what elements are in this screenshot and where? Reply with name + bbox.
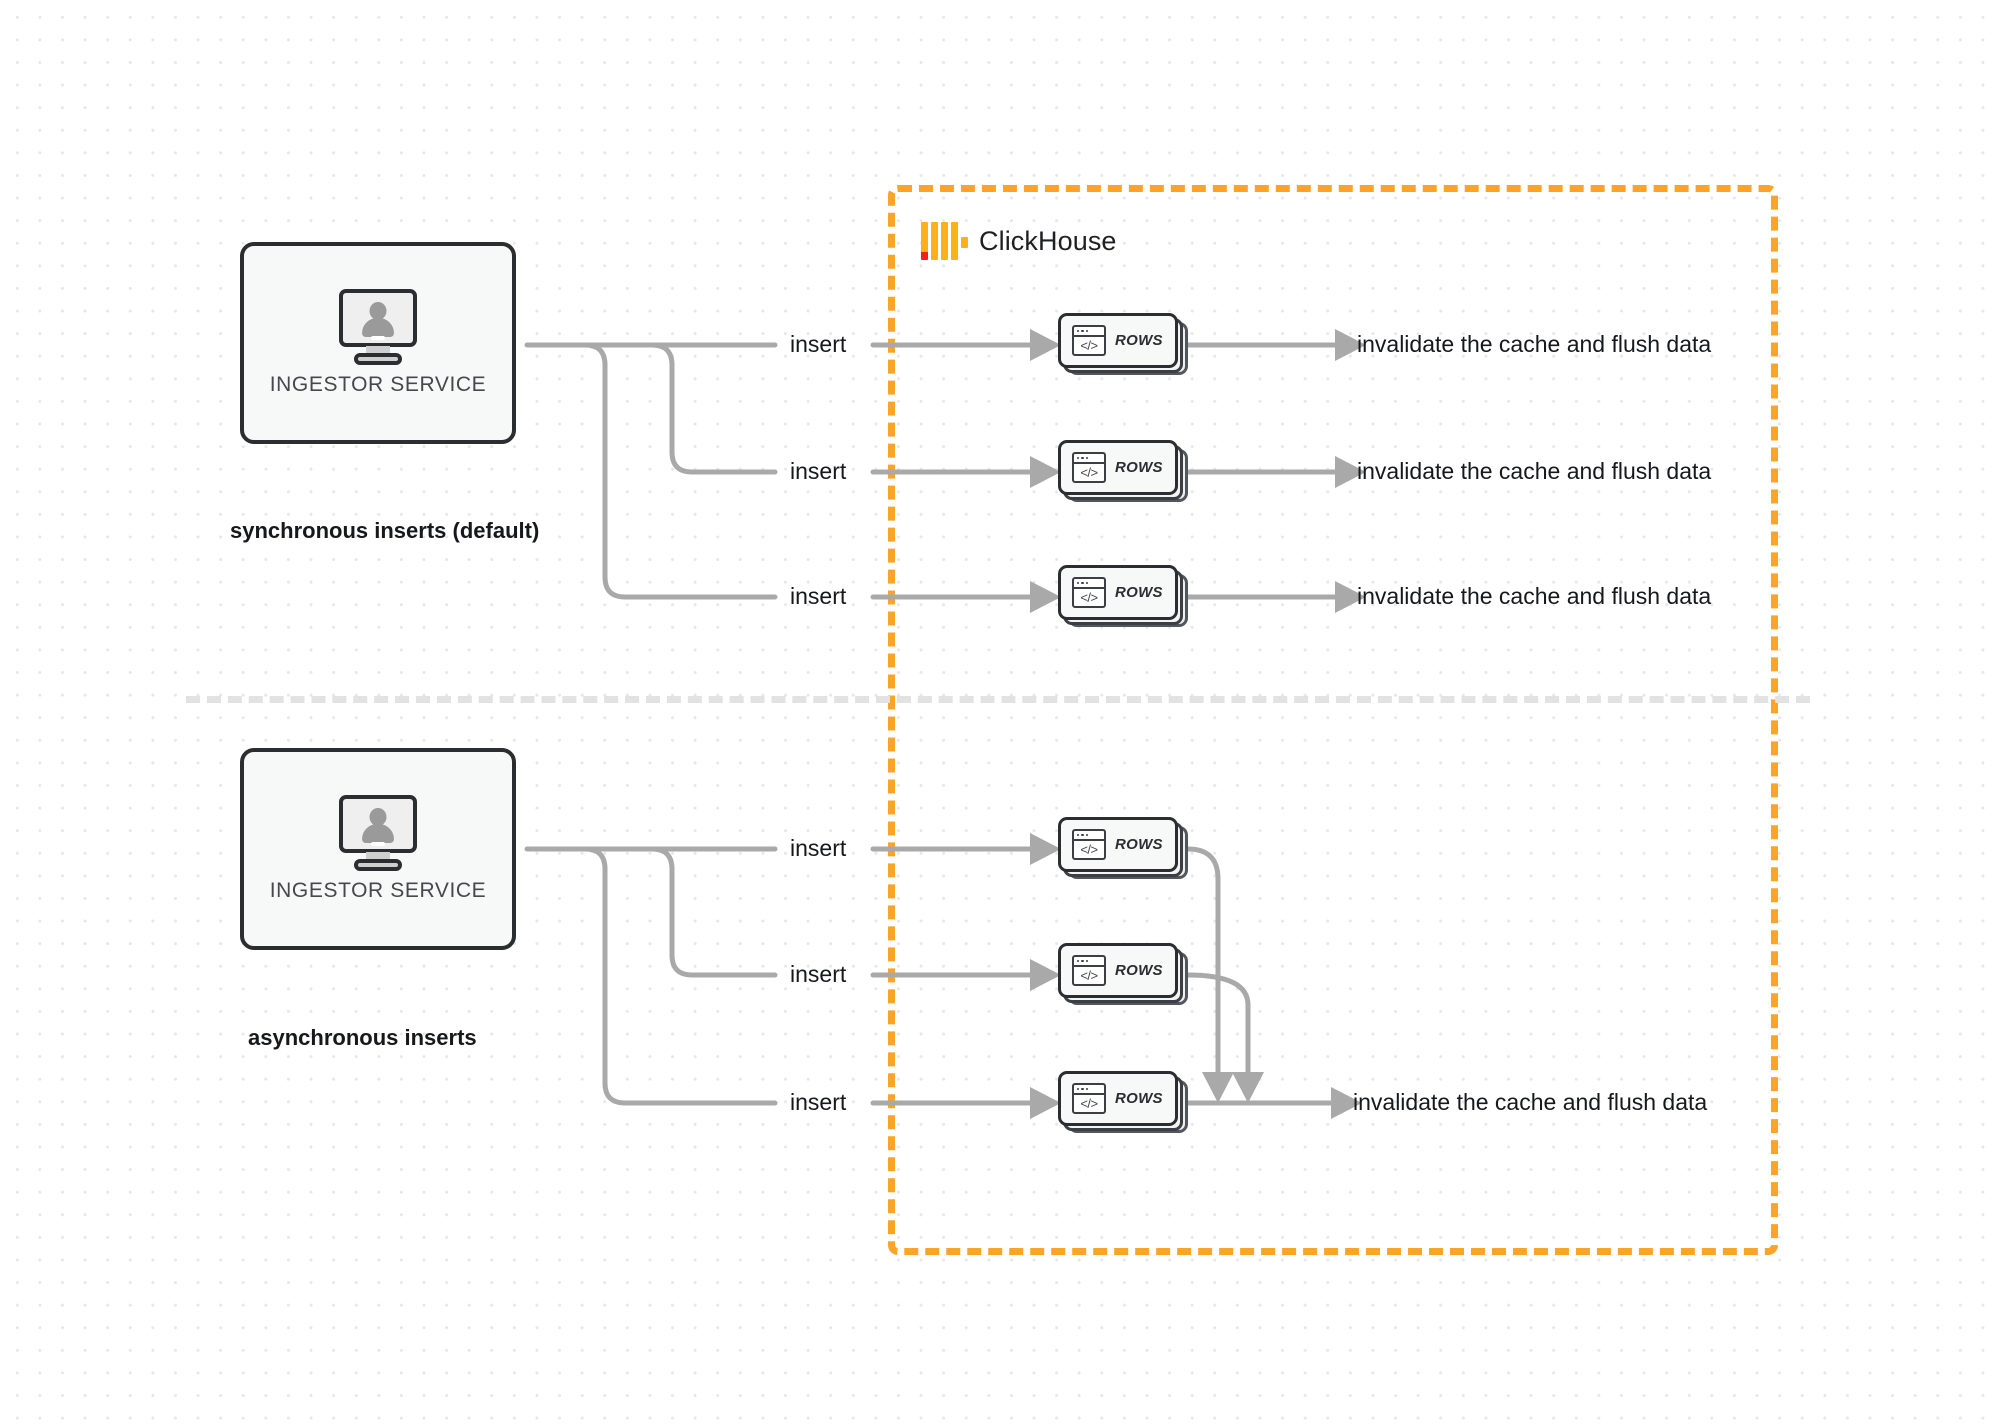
ingestor-service-node-asynchronous[interactable]: INGESTOR SERVICE [240,748,516,950]
sink-label-sync-1: invalidate the cache and flush data [1357,331,1712,357]
section-caption-asynchronous: asynchronous inserts [248,1025,477,1050]
clickhouse-label: ClickHouse [979,225,1117,256]
rows-label: ROWS [1115,332,1163,349]
edge-label-insert-async-2: insert [790,961,847,987]
rows-label: ROWS [1115,584,1163,601]
ingestor-service-node-synchronous[interactable]: INGESTOR SERVICE [240,242,516,444]
ingestor-service-label: INGESTOR SERVICE [269,879,487,902]
rows-node-async-1[interactable]: </> ROWS [1058,817,1188,879]
sink-label-async-merged: invalidate the cache and flush data [1353,1089,1708,1115]
rows-node-async-2[interactable]: </> ROWS [1058,943,1188,1005]
edge-label-insert-async-1: insert [790,835,847,861]
code-window-icon: </> [1072,955,1106,986]
ingestor-service-label: INGESTOR SERVICE [269,373,487,396]
code-window-icon: </> [1072,325,1106,356]
rows-label: ROWS [1115,1090,1163,1107]
monitor-user-icon [336,795,420,871]
code-window-icon: </> [1072,1083,1106,1114]
edge-label-insert-sync-3: insert [790,583,847,609]
section-divider [186,696,1810,703]
rows-node-sync-2[interactable]: </> ROWS [1058,440,1188,502]
clickhouse-boundary [888,185,1778,1255]
edge-label-insert-sync-2: insert [790,458,847,484]
clickhouse-logo-group: ClickHouse [921,222,1117,260]
rows-label: ROWS [1115,836,1163,853]
edge-label-insert-sync-1: insert [790,331,847,357]
rows-node-sync-3[interactable]: </> ROWS [1058,565,1188,627]
code-window-icon: </> [1072,577,1106,608]
edge-label-insert-async-3: insert [790,1089,847,1115]
rows-node-sync-1[interactable]: </> ROWS [1058,313,1188,375]
code-window-icon: </> [1072,452,1106,483]
monitor-user-icon [336,289,420,365]
code-window-icon: </> [1072,829,1106,860]
clickhouse-logo-icon [921,222,968,260]
section-caption-synchronous: synchronous inserts (default) [230,518,540,543]
sink-label-sync-3: invalidate the cache and flush data [1357,583,1712,609]
sink-label-sync-2: invalidate the cache and flush data [1357,458,1712,484]
rows-node-async-3[interactable]: </> ROWS [1058,1071,1188,1133]
rows-label: ROWS [1115,459,1163,476]
rows-label: ROWS [1115,962,1163,979]
